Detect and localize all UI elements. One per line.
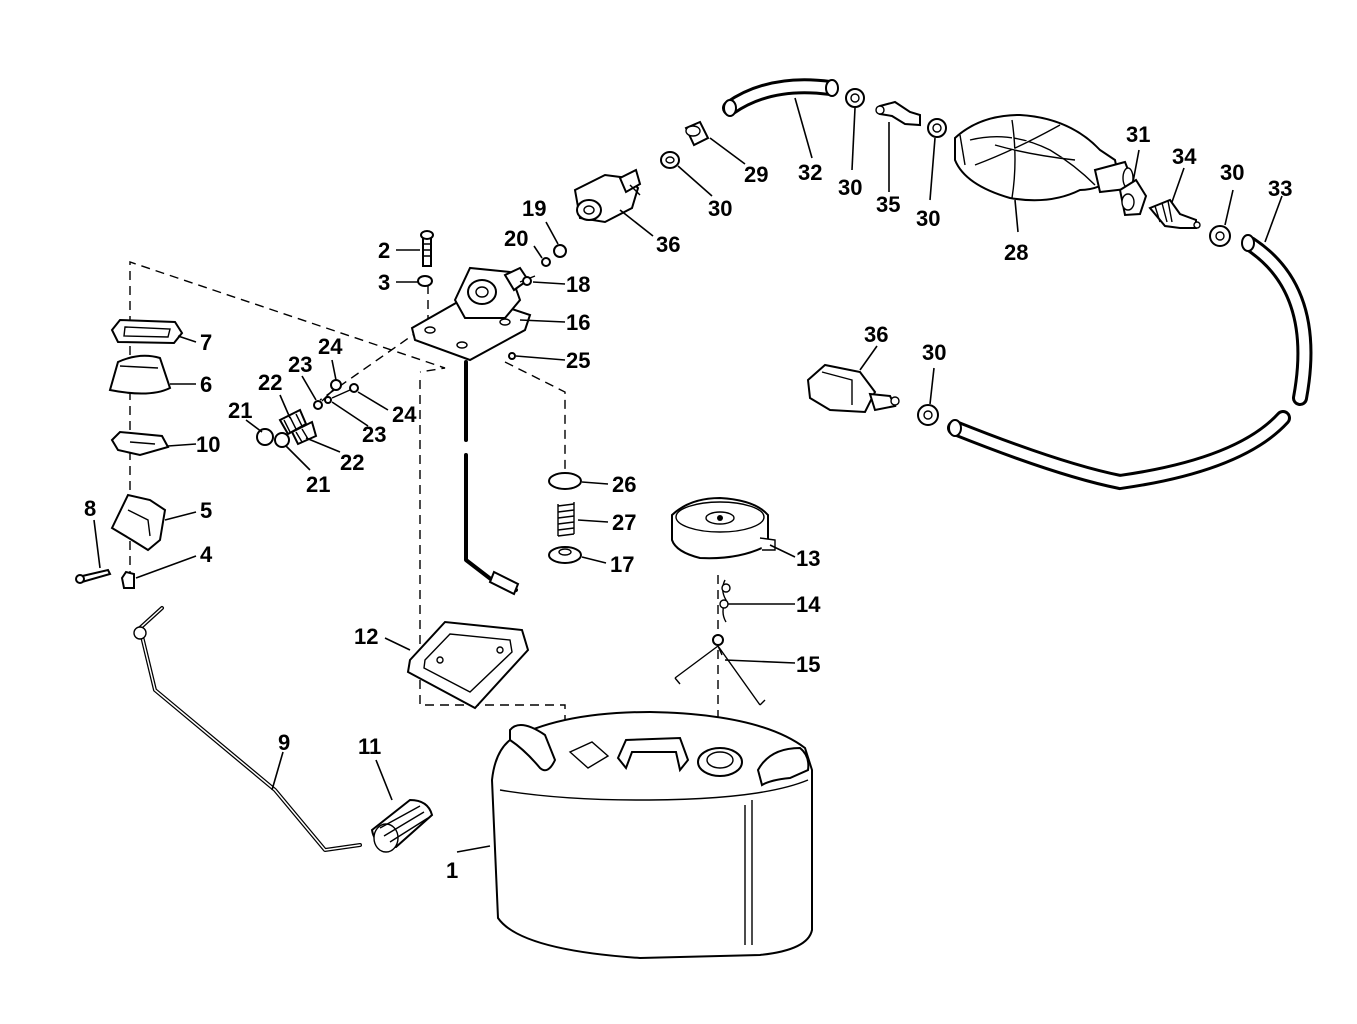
callout-22b: 22: [340, 450, 364, 475]
sleeve-29: [684, 120, 710, 147]
nut-30-e: [917, 404, 939, 426]
nut-30-d: [1209, 225, 1231, 247]
callout-30e: 30: [922, 340, 946, 365]
callout-36a: 36: [656, 232, 680, 257]
fitting-34: [1148, 198, 1201, 229]
gauge-bracket: [110, 493, 167, 552]
callout-10: 10: [196, 432, 220, 457]
fill-cap-13: [671, 496, 776, 560]
screw-2: [420, 230, 434, 267]
callout-labels: 1 2 3 4 5 6 7 8 9 10 11 12 13 14 15 16 1…: [84, 122, 1292, 883]
callout-20: 20: [504, 226, 528, 251]
leader-lines: [93, 97, 1283, 853]
callout-12: 12: [354, 624, 378, 649]
nut-30-c: [927, 118, 947, 138]
callout-24b: 24: [392, 402, 417, 427]
gasket-12: [406, 620, 530, 710]
callout-31: 31: [1126, 122, 1150, 147]
callout-4: 4: [200, 542, 213, 567]
callout-30d: 30: [1220, 160, 1244, 185]
callout-30b: 30: [838, 175, 862, 200]
callout-33: 33: [1268, 176, 1292, 201]
callout-29: 29: [744, 162, 768, 187]
callout-18: 18: [566, 272, 590, 297]
callout-25: 25: [566, 348, 590, 373]
callout-32: 32: [798, 160, 822, 185]
fitting-35: [875, 100, 921, 127]
callout-35: 35: [876, 192, 900, 217]
check-valve-parts: [256, 379, 359, 448]
pickup-rod: [133, 606, 362, 852]
callout-34: 34: [1172, 144, 1197, 169]
cap-19: [553, 244, 567, 258]
callout-23a: 23: [288, 352, 312, 377]
callout-6: 6: [200, 372, 212, 397]
callout-2: 2: [378, 238, 390, 263]
callout-30a: 30: [708, 196, 732, 221]
nut-30-a: [660, 151, 680, 169]
callout-8: 8: [84, 496, 96, 521]
callout-17: 17: [610, 552, 634, 577]
valve-body: [410, 266, 536, 596]
callout-28: 28: [1004, 240, 1028, 265]
callout-13: 13: [796, 546, 820, 571]
lockwasher-3: [417, 275, 433, 287]
callout-26: 26: [612, 472, 636, 497]
ball-25: [508, 352, 516, 360]
diaphragm-26: [548, 472, 582, 490]
gauge-dial: [110, 430, 170, 457]
primer-bulb-28: [954, 113, 1137, 202]
callout-19: 19: [522, 196, 546, 221]
callout-27: 27: [612, 510, 636, 535]
cap-retainer-15: [674, 634, 766, 706]
callout-22a: 22: [258, 370, 282, 395]
callout-30c: 30: [916, 206, 940, 231]
callout-5: 5: [200, 498, 212, 523]
cap-chain-14: [719, 579, 731, 623]
callout-15: 15: [796, 652, 820, 677]
retainer-17: [548, 546, 582, 564]
spring-27: [557, 502, 575, 537]
callout-11: 11: [358, 734, 381, 759]
callout-7: 7: [200, 330, 212, 355]
callout-23b: 23: [362, 422, 386, 447]
connector-36-lower: [806, 363, 900, 414]
gauge-lens: [110, 318, 184, 345]
callout-24a: 24: [318, 334, 343, 359]
gauge-screw: [75, 568, 112, 584]
callout-21b: 21: [306, 472, 330, 497]
callout-16: 16: [566, 310, 590, 335]
callout-21a: 21: [228, 398, 252, 423]
callout-3: 3: [378, 270, 390, 295]
callout-36b: 36: [864, 322, 888, 347]
hose-33: [947, 234, 1313, 491]
fuel-filter: [370, 798, 434, 853]
hose-32: [722, 78, 839, 117]
callout-14: 14: [796, 592, 821, 617]
check-ball-18: [522, 276, 532, 286]
callout-9: 9: [278, 730, 290, 755]
nut-30-b: [845, 88, 865, 108]
connector-36-upper: [573, 168, 642, 224]
gauge-housing: [108, 354, 172, 395]
gauge-nut: [120, 570, 135, 589]
ball-20: [541, 257, 551, 267]
callout-1: 1: [446, 858, 458, 883]
fuel-tank: [490, 710, 813, 960]
